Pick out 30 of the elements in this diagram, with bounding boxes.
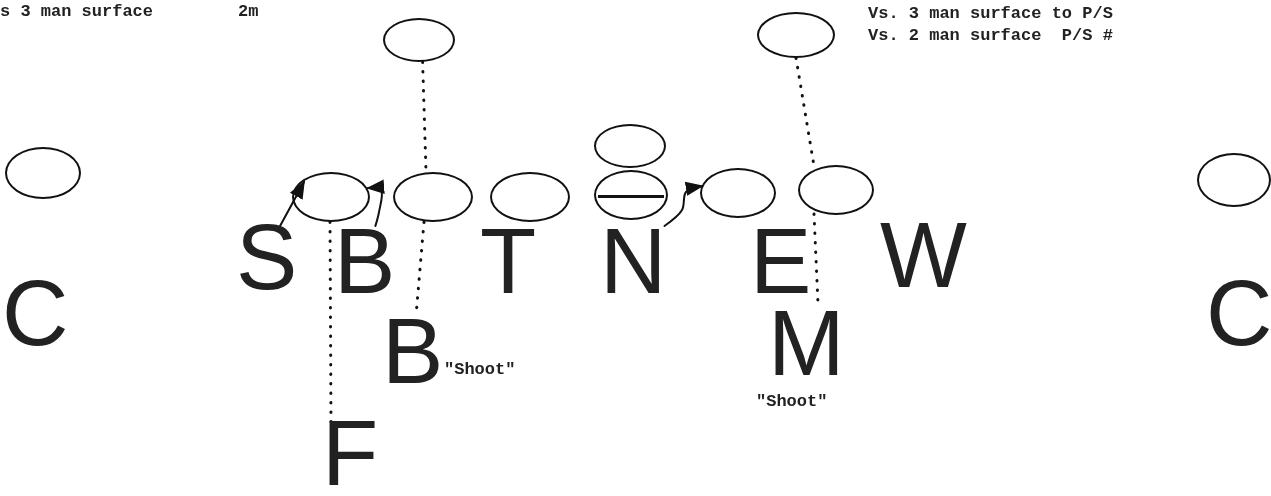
player-ellipse [292,172,370,222]
arrow [663,181,704,227]
player-ellipse [700,168,776,218]
player-letter: C [1206,278,1271,348]
player-ellipse [393,172,473,222]
call-label: "Shoot" [444,360,516,379]
call-label: "Shoot" [756,392,828,411]
note-text: Vs. 2 man surface P/S # [868,26,1113,45]
player-ellipse [490,172,570,222]
note-text: s 3 man surface [0,2,154,21]
player-ellipse [383,18,455,62]
player-ellipse [5,147,81,199]
player-ellipse [1197,153,1271,207]
arrow [366,179,385,227]
player-letter: S [236,222,298,292]
player-letter: N [600,226,667,296]
player-ellipse [594,124,666,168]
player-letter: F [322,418,379,488]
player-ellipse [757,12,835,58]
player-ellipse [798,165,874,215]
note-text: Vs. 3 man surface to P/S [868,4,1113,23]
player-letter: M [768,308,845,378]
player-letter: B [382,316,444,386]
player-letter: C [2,278,69,348]
player-letter: W [880,220,967,290]
player-ellipse [594,170,668,220]
player-letter: E [750,226,812,296]
player-letter: B [334,226,396,296]
player-letter: T [480,226,537,296]
note-text: 2m [238,2,259,21]
